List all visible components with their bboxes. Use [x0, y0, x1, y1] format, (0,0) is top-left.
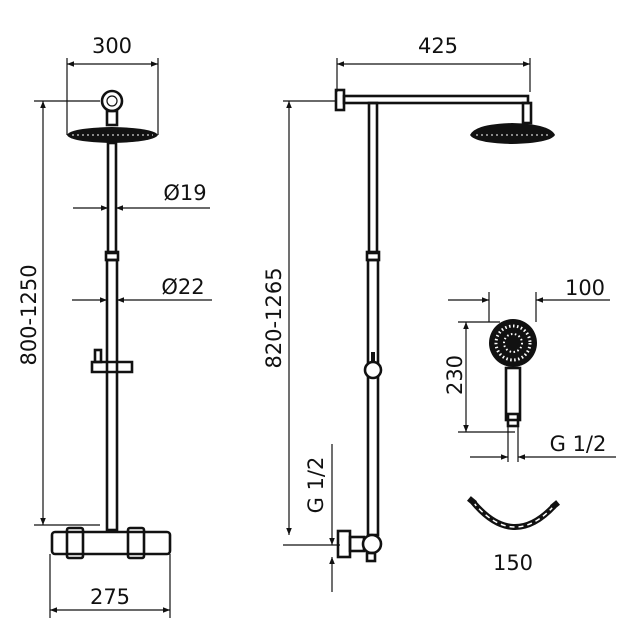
front-view: 300 Ø19 Ø22 800-1250 275: [17, 34, 212, 618]
dim-820-1265-label: 820-1265: [262, 267, 286, 368]
inlet-connector: [336, 529, 352, 559]
dim-300-label: 300: [92, 34, 132, 58]
slider-knob: [363, 360, 383, 380]
thermostat-mixer: [50, 530, 172, 556]
dim-150-label: 150: [493, 551, 533, 575]
upper-pipe: [106, 141, 118, 255]
rain-shower-head-side: [470, 123, 555, 144]
dim-g12-inlet-label: G 1/2: [304, 457, 328, 514]
dim-g12-hand-label: G 1/2: [550, 432, 607, 456]
hand-shower-view: 100 230 G 1/2: [443, 276, 616, 462]
dim-275-label: 275: [90, 585, 130, 609]
lower-pipe: [105, 258, 119, 532]
slider-holder: [90, 360, 134, 374]
side-view: 425 820-1265 G 1/2: [262, 34, 555, 592]
dim-230-label: 230: [443, 355, 467, 395]
hose-view: 150: [467, 496, 560, 575]
dim-425-label: 425: [418, 34, 458, 58]
shower-arm: [342, 94, 530, 105]
shower-hose: [470, 500, 557, 530]
dim-diameter-22-label: Ø22: [161, 275, 204, 299]
wall-ring: [100, 89, 124, 113]
dim-diameter-19-label: Ø19: [163, 181, 206, 205]
dim-100-label: 100: [565, 276, 605, 300]
dim-800-1250-label: 800-1250: [17, 264, 41, 365]
hand-shower-handle: [504, 366, 522, 422]
